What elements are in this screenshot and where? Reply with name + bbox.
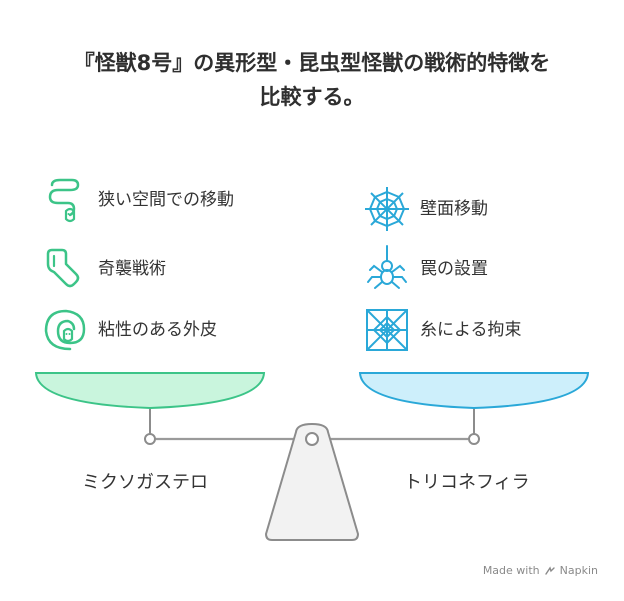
web-icon (366, 309, 408, 351)
spider-web-icon (365, 187, 409, 231)
right-item-1-label: 壁面移動 (420, 199, 488, 219)
snake-icon (48, 178, 80, 223)
left-item-1-label: 狭い空間での移動 (98, 190, 234, 210)
coiled-snake-icon (44, 309, 86, 351)
left-item-1: 狭い空間での移動 (40, 175, 248, 225)
right-item-3: 糸による拘束 (362, 305, 570, 355)
hook-icon (46, 248, 80, 288)
fulcrum-stand (265, 423, 359, 541)
center-pivot (305, 432, 319, 446)
left-side-label: ミクソガステロ (82, 472, 208, 493)
left-item-2: 奇襲戦術 (40, 244, 248, 294)
left-pan (34, 372, 266, 410)
title-line-2: 比較する。 (259, 85, 365, 109)
right-item-2-label: 罠の設置 (420, 259, 488, 279)
left-item-2-label: 奇襲戦術 (98, 259, 166, 279)
right-item-1: 壁面移動 (362, 184, 570, 234)
right-item-2: 罠の設置 (362, 244, 570, 294)
right-item-3-label: 糸による拘束 (420, 320, 522, 340)
right-side-label: トリコネフィラ (404, 472, 530, 493)
left-item-3: 粘性のある外皮 (40, 305, 248, 355)
left-pivot (144, 433, 156, 445)
left-item-3-label: 粘性のある外皮 (98, 320, 217, 340)
napkin-logo-icon (544, 565, 555, 575)
footer-brand: Napkin (559, 564, 598, 577)
title-line-1: 『怪獣8号』の異形型・昆虫型怪獣の戦術的特徴を (73, 51, 551, 75)
footer-credit: Made with Napkin (483, 564, 598, 577)
page-title: 『怪獣8号』の異形型・昆虫型怪獣の戦術的特徴を 比較する。 (0, 46, 624, 114)
right-pan (358, 372, 590, 410)
spider-icon (367, 245, 407, 289)
footer-text: Made with (482, 564, 540, 577)
right-pivot (468, 433, 480, 445)
